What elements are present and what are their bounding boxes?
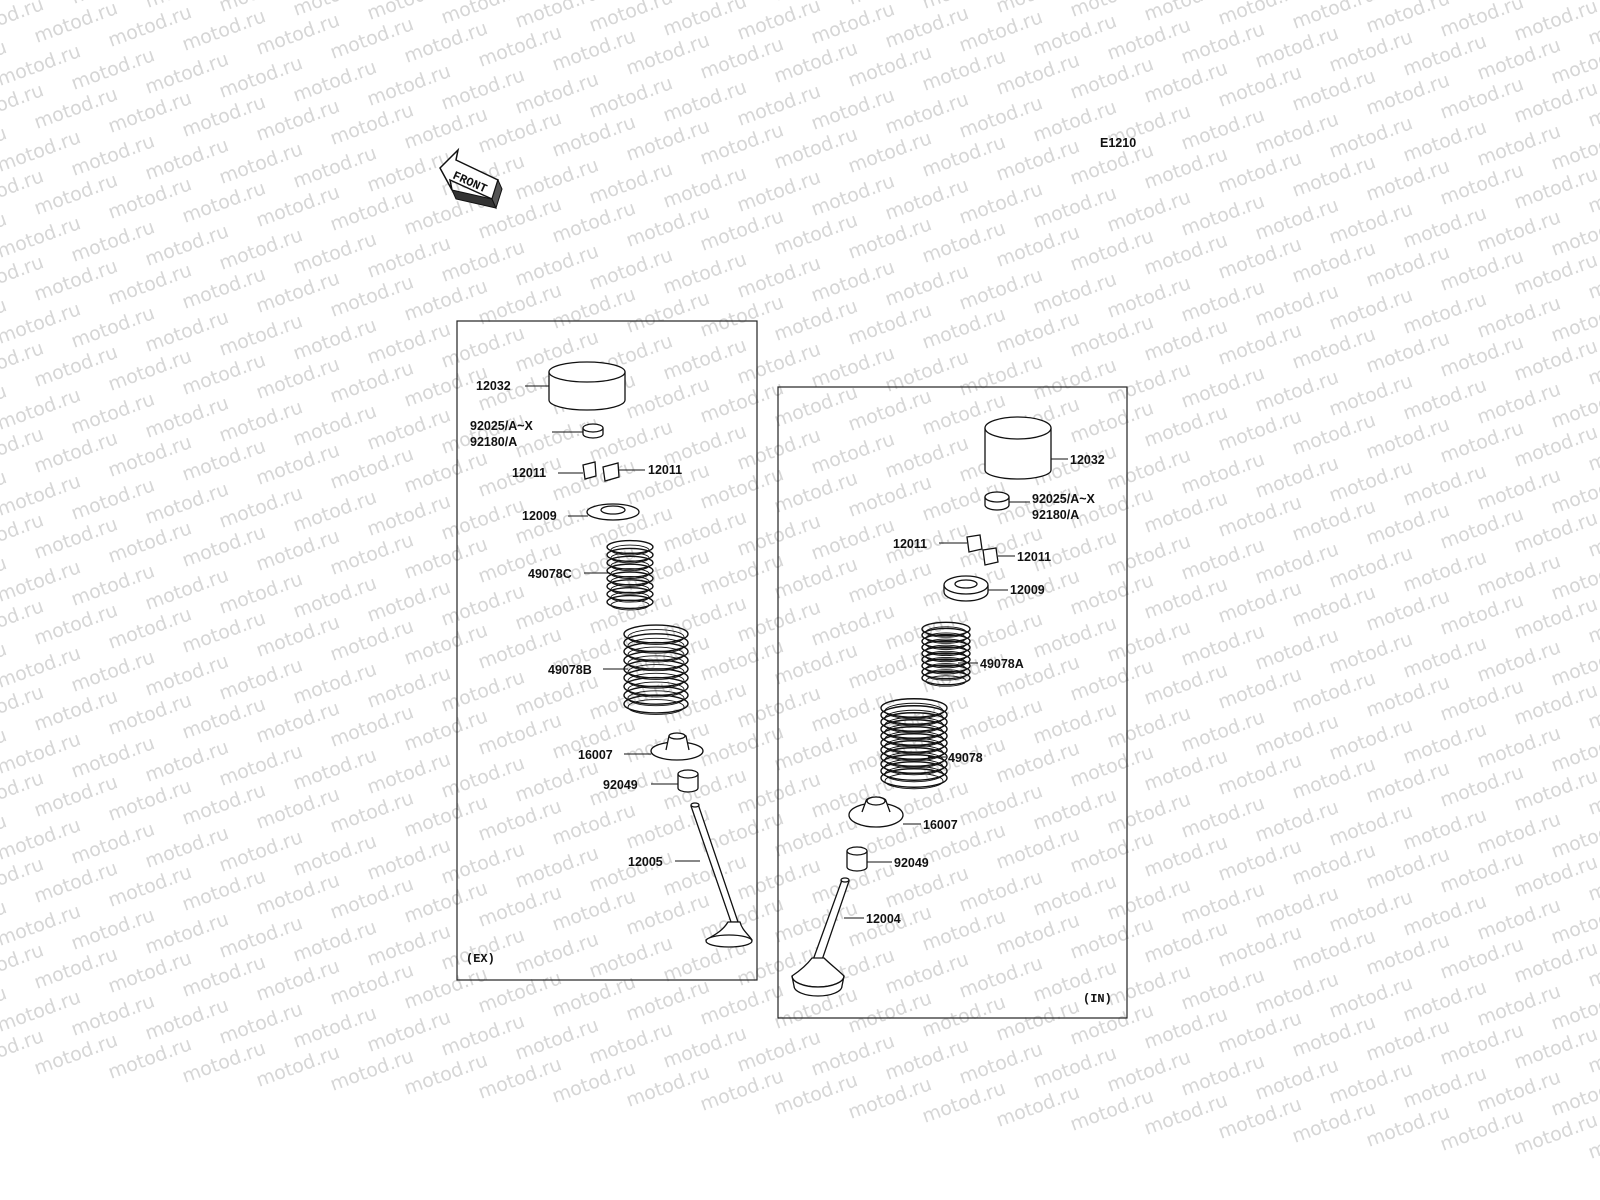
spring-coil bbox=[606, 547, 654, 562]
spring-coil-inner bbox=[610, 591, 650, 603]
ex-label-retainer: 12009 bbox=[522, 509, 557, 523]
ex-cotters bbox=[582, 461, 620, 482]
spring-coil bbox=[606, 539, 654, 555]
ex-label-cotter-left: 12011 bbox=[512, 466, 546, 480]
in-label-tappet: 12032 bbox=[1070, 453, 1105, 467]
ex-label-spring-inner: 49078C bbox=[528, 567, 572, 581]
spring-coil bbox=[880, 761, 948, 781]
spring-coil-inner bbox=[627, 690, 685, 707]
spring-coil-inner bbox=[627, 655, 685, 672]
spring-coil bbox=[921, 670, 971, 686]
in-tappet bbox=[984, 416, 1052, 480]
spring-coil-inner bbox=[610, 560, 650, 572]
in-spring-outer bbox=[880, 698, 948, 790]
in-spring-inner bbox=[921, 621, 971, 687]
front-arrow: FRONT bbox=[439, 147, 503, 210]
watermark-layer: motod.rumotod.rumotod.rumotod.rumotod.ru… bbox=[0, 0, 1600, 1164]
spring-coil bbox=[921, 627, 971, 643]
spring-coil bbox=[606, 587, 654, 602]
in-label-spring-inner: 49078A bbox=[980, 657, 1024, 671]
spring-coil-inner bbox=[627, 646, 685, 663]
in-label-cotter-right: 12011 bbox=[1017, 550, 1051, 564]
spring-coil-inner bbox=[610, 568, 650, 579]
ex-tappet bbox=[548, 361, 626, 411]
in-valve bbox=[791, 877, 850, 997]
ex-retainer bbox=[586, 503, 640, 521]
spring-coil-inner bbox=[610, 552, 650, 564]
in-label-seal: 92049 bbox=[894, 856, 929, 870]
spring-coil bbox=[921, 652, 971, 668]
in-label-spring-outer: 49078 bbox=[948, 751, 983, 765]
in-cotters bbox=[966, 534, 999, 566]
spring-coil bbox=[623, 694, 689, 714]
spring-coil-inner bbox=[884, 772, 944, 790]
in-seal bbox=[846, 846, 868, 872]
ex-spring-inner bbox=[606, 539, 654, 611]
ex-label-shim-2: 92180/A bbox=[470, 435, 517, 449]
spring-coil-inner bbox=[925, 675, 967, 687]
spring-coil-inner bbox=[610, 583, 650, 595]
ex-valve bbox=[690, 802, 753, 948]
spring-coil bbox=[606, 579, 654, 594]
spring-coil bbox=[606, 594, 654, 610]
ex-spring-outer bbox=[623, 624, 689, 715]
spring-coil-inner bbox=[627, 681, 685, 698]
in-label-shim-2: 92180/A bbox=[1032, 508, 1079, 522]
ex-label-shim-1: 92025/A~X bbox=[470, 419, 534, 433]
spring-coil-inner bbox=[627, 629, 685, 645]
spring-coil bbox=[921, 646, 971, 661]
in-label-cotter-left: 12011 bbox=[893, 537, 927, 551]
in-label-shim-1: 92025/A~X bbox=[1032, 492, 1096, 506]
spring-coil bbox=[880, 768, 948, 788]
in-panel-frame bbox=[777, 386, 1128, 1019]
ex-panel: (EX) 12032 92025/A~X 92180/A 12011 12011 bbox=[456, 320, 758, 981]
ex-panel-frame bbox=[456, 320, 758, 981]
spring-coil-inner bbox=[627, 637, 685, 654]
spring-coil-inner bbox=[610, 544, 650, 556]
spring-coil bbox=[623, 685, 689, 705]
spring-coil-inner bbox=[627, 699, 685, 715]
ex-label-seal: 92049 bbox=[603, 778, 638, 792]
ex-shim bbox=[582, 423, 604, 439]
ex-panel-tag: (EX) bbox=[466, 952, 495, 966]
in-shim bbox=[984, 491, 1010, 511]
spring-coil bbox=[921, 633, 971, 649]
ex-label-valve: 12005 bbox=[628, 855, 663, 869]
spring-coil bbox=[606, 563, 654, 578]
ex-seal bbox=[677, 769, 699, 793]
in-retainer bbox=[943, 575, 989, 602]
spring-coil bbox=[921, 639, 971, 655]
ex-label-spring-outer: 49078B bbox=[548, 663, 592, 677]
spring-coil-inner bbox=[610, 576, 650, 587]
ex-label-seat: 16007 bbox=[578, 748, 613, 762]
diagram-code: E1210 bbox=[1100, 136, 1136, 150]
in-panel-tag: (IN) bbox=[1083, 992, 1112, 1006]
in-label-valve: 12004 bbox=[866, 912, 901, 926]
spring-coil bbox=[606, 555, 654, 570]
ex-label-cotter-right: 12011 bbox=[648, 463, 682, 477]
ex-seat bbox=[650, 732, 704, 761]
spring-coil bbox=[606, 571, 654, 586]
in-panel: (IN) 12032 92025/A~X 92180/A 12011 12011 bbox=[777, 386, 1128, 1019]
spring-coil bbox=[921, 621, 971, 637]
in-label-retainer: 12009 bbox=[1010, 583, 1045, 597]
spring-coil bbox=[921, 658, 971, 674]
spring-coil-inner bbox=[610, 599, 650, 611]
spring-coil-inner bbox=[627, 664, 685, 680]
in-label-seat: 16007 bbox=[923, 818, 958, 832]
spring-coil-inner bbox=[627, 672, 685, 689]
in-seat bbox=[848, 796, 904, 828]
spring-coil bbox=[921, 664, 971, 680]
ex-label-tappet: 12032 bbox=[476, 379, 511, 393]
